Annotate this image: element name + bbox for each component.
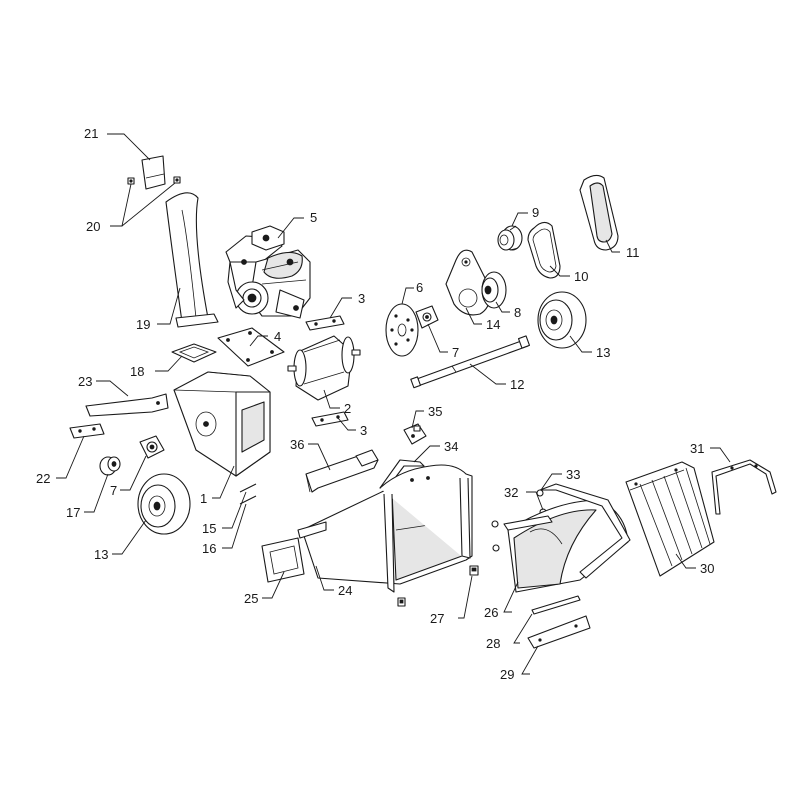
part-1-chipper-housing bbox=[173, 371, 271, 477]
callout-8: 8 bbox=[514, 305, 521, 320]
part-3-knife-top bbox=[305, 315, 345, 331]
part-26-infeed-chute bbox=[503, 483, 631, 593]
part-17-hub bbox=[99, 456, 121, 476]
callout-23: 23 bbox=[78, 374, 92, 389]
callout-2: 2 bbox=[344, 401, 351, 416]
callout-32: 32 bbox=[504, 485, 518, 500]
callout-27: 27 bbox=[430, 611, 444, 626]
part-29-cover-plate bbox=[527, 615, 591, 649]
part-10-drive-belt bbox=[527, 221, 561, 279]
callout-15: 15 bbox=[202, 521, 216, 536]
callout-20: 20 bbox=[86, 219, 100, 234]
callout-22: 22 bbox=[36, 471, 50, 486]
part-25-flange-frame bbox=[261, 521, 327, 583]
part-7-bearing-bottom bbox=[139, 435, 165, 459]
callout-34: 34 bbox=[444, 439, 458, 454]
part-24-hopper-frame bbox=[301, 464, 473, 593]
callout-28: 28 bbox=[486, 636, 500, 651]
part-19-discharge-chute bbox=[165, 192, 219, 328]
part-13-wheel-left bbox=[137, 473, 191, 535]
callout-4: 4 bbox=[274, 329, 281, 344]
part-5-engine bbox=[225, 225, 311, 319]
callout-14: 14 bbox=[486, 317, 500, 332]
part-30-grid-panel bbox=[625, 461, 715, 577]
callout-30: 30 bbox=[700, 561, 714, 576]
part-22-plate bbox=[69, 423, 105, 439]
callout-13-right: 13 bbox=[596, 345, 610, 360]
callout-11: 11 bbox=[626, 245, 640, 260]
callout-13-left: 13 bbox=[94, 547, 108, 562]
callout-24: 24 bbox=[338, 583, 352, 598]
callout-21: 21 bbox=[84, 126, 98, 141]
part-13-pulley-right bbox=[537, 291, 587, 349]
callout-7-top: 7 bbox=[452, 345, 459, 360]
callout-31: 31 bbox=[690, 441, 704, 456]
callout-36: 36 bbox=[290, 437, 304, 452]
callout-16: 16 bbox=[202, 541, 216, 556]
part-16-pin bbox=[239, 495, 257, 505]
callout-33: 33 bbox=[566, 467, 580, 482]
part-18-gasket bbox=[171, 343, 217, 363]
callout-9: 9 bbox=[532, 205, 539, 220]
part-6-flywheel-disc bbox=[385, 303, 419, 357]
part-7-bearing-top bbox=[415, 305, 439, 329]
callout-35: 35 bbox=[428, 404, 442, 419]
part-23-mount-bracket bbox=[85, 393, 169, 417]
callout-12: 12 bbox=[510, 377, 524, 392]
part-2-rotor-drum bbox=[287, 335, 361, 401]
part-15-pin bbox=[239, 483, 257, 493]
callout-1: 1 bbox=[200, 491, 207, 506]
part-31-handle bbox=[711, 459, 777, 515]
callout-5: 5 bbox=[310, 210, 317, 225]
callout-3-top: 3 bbox=[358, 291, 365, 306]
part-33-nut bbox=[536, 489, 544, 497]
part-27-foot bbox=[397, 565, 479, 607]
callout-18: 18 bbox=[130, 364, 144, 379]
part-21-shield-plate bbox=[141, 155, 166, 190]
part-9-bushing bbox=[497, 225, 523, 251]
callout-19: 19 bbox=[136, 317, 150, 332]
callout-29: 29 bbox=[500, 667, 514, 682]
callout-26: 26 bbox=[484, 605, 498, 620]
part-8-small-pulley bbox=[481, 271, 507, 309]
callout-25: 25 bbox=[244, 591, 258, 606]
callout-10: 10 bbox=[574, 269, 588, 284]
part-12-shaft bbox=[410, 335, 531, 389]
part-11-belt-cover bbox=[579, 174, 619, 251]
part-35-bracket-block bbox=[403, 423, 427, 445]
callout-3-bottom: 3 bbox=[360, 423, 367, 438]
part-28-blade-strip bbox=[531, 595, 581, 615]
callout-17: 17 bbox=[66, 505, 80, 520]
callout-7-bottom: 7 bbox=[110, 483, 117, 498]
part-36-handle-bracket bbox=[305, 449, 379, 493]
callout-labels: 21 20 5 19 3 4 18 6 7 9 10 11 14 8 13 12… bbox=[36, 126, 714, 682]
part-4-mount-plate bbox=[217, 327, 285, 367]
callout-6: 6 bbox=[416, 280, 423, 295]
leader-lines bbox=[56, 133, 731, 675]
